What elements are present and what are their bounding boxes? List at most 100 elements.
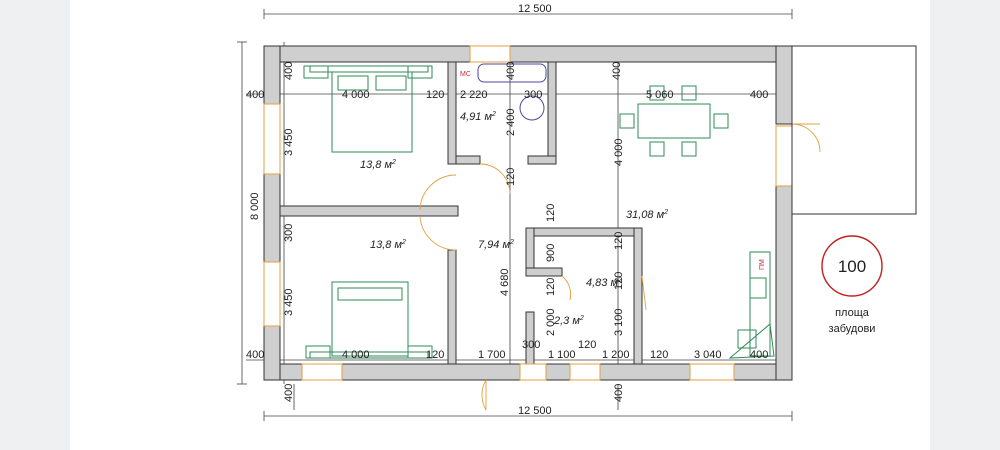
badge-ring	[821, 235, 883, 297]
svg-text:120: 120	[578, 339, 596, 351]
svg-text:120: 120	[426, 349, 444, 361]
svg-text:7,94 м2: 7,94 м2	[478, 239, 514, 251]
svg-text:3 450: 3 450	[283, 128, 295, 156]
svg-text:120: 120	[426, 89, 444, 101]
svg-text:120: 120	[545, 278, 557, 296]
window-bottom-left	[301, 363, 343, 381]
furniture	[303, 65, 775, 359]
wall-right-lower	[775, 185, 793, 381]
wall-bath-bottom-left	[455, 155, 481, 165]
wall-bath-right	[547, 61, 557, 165]
svg-text:2,3 м2: 2,3 м2	[553, 315, 584, 327]
svg-text:120: 120	[505, 168, 517, 186]
svg-text:400: 400	[505, 62, 517, 80]
window-bedroom-top	[263, 103, 281, 175]
wall-bath-bottom-right	[527, 155, 557, 165]
dimension-lines	[237, 9, 793, 421]
dimension-labels: 12 500 12 500 8 000 400 400 4 000 120 2 …	[246, 3, 768, 417]
svg-text:5 060: 5 060	[646, 89, 674, 101]
svg-text:4 000: 4 000	[342, 89, 370, 101]
wall-right-upper	[775, 45, 793, 125]
dim-bottom-total: 12 500	[518, 405, 552, 417]
room-area-labels: 13,8 м2 13,8 м2 4,91 м2 7,94 м2 31,08 м2…	[360, 111, 668, 327]
wall-pantry-mid	[525, 267, 563, 277]
svg-text:400: 400	[283, 384, 295, 402]
svg-text:120: 120	[650, 349, 668, 361]
svg-text:300: 300	[524, 89, 542, 101]
label-bath-fixture: МС	[460, 71, 471, 78]
wall-left	[263, 45, 281, 381]
drawing-sheet: 12 500 12 500 8 000 400 400 4 000 120 2 …	[70, 0, 930, 450]
bath-fixtures	[477, 63, 547, 121]
svg-text:2 400: 2 400	[505, 108, 517, 136]
svg-text:400: 400	[246, 89, 264, 101]
svg-text:300: 300	[283, 224, 295, 242]
wall-pantry-left-upper	[525, 227, 535, 269]
svg-text:4 000: 4 000	[342, 349, 370, 361]
wall-top	[263, 45, 793, 63]
area-living: 31,08 м	[626, 209, 665, 221]
door-swing-entrance	[481, 379, 487, 411]
label-kitchen-fixture: ПМ	[759, 259, 766, 270]
dining-table	[619, 85, 729, 157]
svg-text:1 700: 1 700	[478, 349, 506, 361]
window-bottom-pantry	[569, 363, 601, 381]
windows	[263, 45, 793, 381]
svg-text:3 100: 3 100	[613, 308, 625, 336]
svg-text:4 000: 4 000	[613, 138, 625, 166]
terrace-outline	[791, 45, 917, 215]
total-area-badge: 100 площа забудови	[821, 235, 883, 335]
dim-top-total: 12 500	[518, 3, 552, 15]
svg-text:400: 400	[611, 62, 623, 80]
area-closet: 2,3 м	[553, 315, 580, 327]
window-bedroom-bottom	[263, 261, 281, 327]
svg-text:300: 300	[522, 339, 540, 351]
doors	[419, 123, 821, 411]
badge-caption-line2: забудови	[829, 323, 876, 335]
kitchen-units	[728, 251, 775, 359]
svg-text:400: 400	[750, 89, 768, 101]
badge-caption-line1: площа	[835, 307, 870, 319]
area-hall: 7,94 м	[478, 239, 510, 251]
wall-pantry-right	[633, 227, 643, 365]
svg-text:13,8 м2: 13,8 м2	[370, 239, 406, 251]
washbasin	[519, 95, 545, 121]
svg-text:31,08 м2: 31,08 м2	[626, 209, 668, 221]
bed-top	[303, 65, 433, 153]
wall-hall-lower	[447, 249, 457, 365]
svg-text:400: 400	[750, 349, 768, 361]
wall-hall-upper	[447, 61, 457, 165]
svg-text:400: 400	[246, 349, 264, 361]
svg-text:1 200: 1 200	[602, 349, 630, 361]
area-bathroom: 4,91 м	[460, 111, 492, 123]
window-bath	[469, 45, 511, 63]
area-bedroom-top: 13,8 м	[360, 159, 392, 171]
svg-text:3 450: 3 450	[283, 288, 295, 316]
door-swing-bedroom-top	[419, 174, 457, 211]
svg-text:120: 120	[613, 272, 625, 290]
window-bottom-mid	[519, 363, 547, 381]
svg-text:2 000: 2 000	[545, 308, 557, 336]
svg-text:120: 120	[613, 232, 625, 250]
svg-text:13,8 м2: 13,8 м2	[360, 159, 396, 171]
area-bedroom-bottom: 13,8 м	[370, 239, 402, 251]
svg-text:3 040: 3 040	[694, 349, 722, 361]
svg-text:120: 120	[545, 204, 557, 222]
svg-text:2 220: 2 220	[460, 89, 488, 101]
svg-text:4 680: 4 680	[499, 268, 511, 296]
door-swing-terrace	[791, 123, 821, 153]
svg-text:400: 400	[613, 384, 625, 402]
floor-plan: 12 500 12 500 8 000 400 400 4 000 120 2 …	[237, 3, 917, 421]
badge-value: 100	[838, 257, 866, 276]
door-swing-bath	[479, 163, 511, 195]
window-bottom-kitchen	[689, 363, 735, 381]
door-swing-pantry	[561, 275, 572, 301]
svg-text:4,83 м2: 4,83 м2	[586, 277, 622, 289]
door-swing-bedroom-bottom	[419, 215, 457, 251]
wall-closet-left	[525, 311, 535, 365]
svg-text:4,91 м2: 4,91 м2	[460, 111, 496, 123]
dim-left-total: 8 000	[249, 192, 261, 220]
wall-bedrooms	[279, 205, 459, 217]
window-living-right	[775, 125, 793, 187]
svg-text:1 100: 1 100	[548, 349, 576, 361]
